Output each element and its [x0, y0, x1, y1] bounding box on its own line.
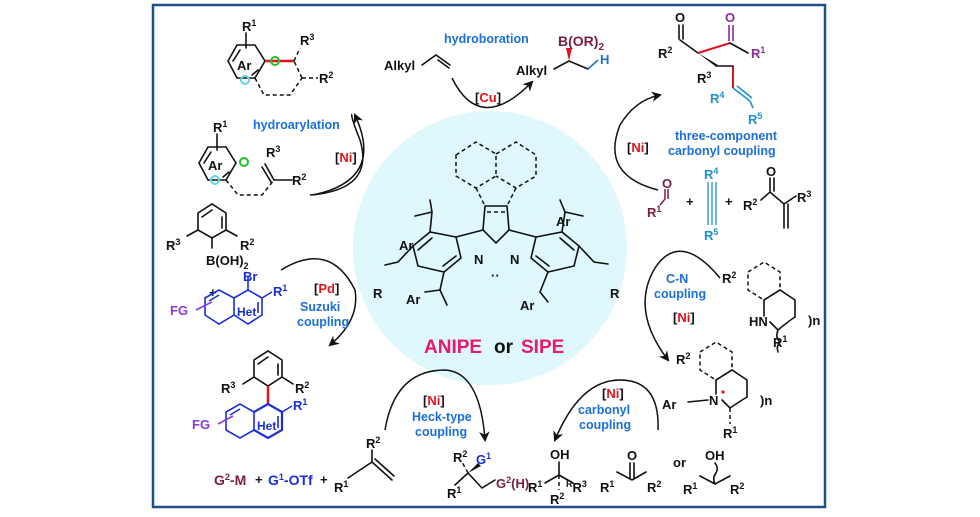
cc-prod-oh: OH [550, 447, 570, 462]
sz-ah-het: Het [237, 305, 256, 319]
heck-g2m: G2-M [214, 472, 246, 488]
ligand-n-left: N [474, 252, 483, 267]
heck-process-line1: Heck-type [412, 410, 472, 424]
ha-metal: [Ni] [335, 150, 357, 165]
cc-process-line1: carbonyl [578, 403, 630, 417]
ligand-ar-left-bottom: Ar [406, 292, 420, 307]
cn-sub-hn: HN [749, 314, 768, 329]
hb-process-label: hydroboration [444, 32, 529, 46]
cc-process-line2: coupling [579, 418, 631, 432]
cn-sub-n: )n [808, 313, 820, 328]
heck-prod-g2: G2(H) [496, 475, 529, 491]
ligand-name: ANIPE or SIPE [424, 337, 564, 358]
sz-metal-symbol: Pd [318, 281, 335, 296]
tc-enone-o: O [766, 164, 776, 179]
center-circle [353, 111, 627, 385]
hb-substrate-alkyl: Alkyl [384, 58, 415, 73]
heck-plus-2: + [320, 472, 328, 487]
ligand-name-sipe: SIPE [521, 337, 564, 358]
ligand-name-anipe: ANIPE [424, 337, 482, 358]
cn-prod-n-index: )n [760, 393, 772, 408]
sz-process-line2: coupling [297, 315, 349, 329]
ligand-ar-right-top: Ar [556, 214, 570, 229]
cn-prod-ar: Ar [662, 397, 676, 412]
tc-process-line1: three-component [675, 129, 778, 143]
sz-metal: [Pd] [314, 281, 339, 296]
hb-metal-symbol: Cu [479, 90, 496, 105]
ha-product-ar: Ar [237, 58, 251, 73]
cn-process-line2: coupling [654, 287, 706, 301]
sz-process-line1: Suzuki [300, 300, 340, 314]
ligand-r-right: R [610, 286, 620, 301]
ligand-ar-right-bottom: Ar [520, 298, 534, 313]
ha-metal-symbol: Ni [339, 150, 352, 165]
tc-product-o1: O [675, 10, 685, 25]
heck-metal: [Ni] [423, 393, 445, 408]
sz-ah-br: Br [243, 269, 257, 284]
ligand-ar-left-top: Ar [399, 238, 413, 253]
cc-metal: [Ni] [602, 386, 624, 401]
cn-prod-n: N [709, 393, 718, 408]
sz-prod-het: Het [257, 419, 276, 433]
tc-metal-symbol: Ni [631, 140, 644, 155]
ligand-n-right: N [510, 252, 519, 267]
tc-plus-2: + [725, 194, 733, 209]
cc-ketone-o: O [627, 448, 637, 463]
tc-process-line2: carbonyl coupling [668, 144, 776, 158]
cc-metal-symbol: Ni [606, 386, 619, 401]
cn-metal-symbol: Ni [677, 310, 690, 325]
heck-metal-symbol: Ni [427, 393, 440, 408]
tc-aldehyde-o: O [662, 176, 672, 191]
heck-plus-1: + [255, 472, 263, 487]
tc-product-o2: O [725, 10, 735, 25]
sz-prod-fg: FG [192, 417, 210, 432]
carbene-dots: ·· [491, 268, 500, 283]
heck-process-line2: coupling [415, 425, 467, 439]
cc-alcohol-oh: OH [705, 448, 725, 463]
ligand-r-left: R [373, 286, 383, 301]
tc-plus-1: + [686, 194, 694, 209]
ha-substrate-ar: Ar [208, 158, 222, 173]
ha-process-label: hydroarylation [253, 118, 340, 132]
ligand-name-or: or [494, 337, 514, 358]
hb-product-h: H [600, 52, 609, 67]
cn-metal: [Ni] [673, 310, 695, 325]
cn-process-line1: C-N [666, 272, 688, 286]
hb-product-alkyl: Alkyl [516, 63, 547, 78]
heck-g1otf: G1-OTf [268, 472, 313, 488]
cc-or: or [673, 455, 686, 470]
hb-metal: [Cu] [475, 90, 501, 105]
sz-ah-fg: FG [170, 303, 188, 318]
tc-metal: [Ni] [627, 140, 649, 155]
